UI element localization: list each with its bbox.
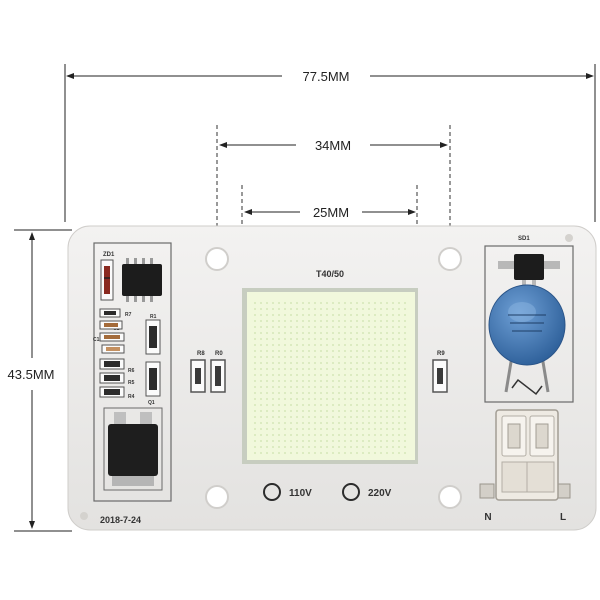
svg-text:Q1: Q1: [148, 400, 155, 406]
capacitor-c3: [101, 344, 125, 354]
svg-text:R0: R0: [215, 351, 223, 357]
mounting-hole: [438, 485, 462, 509]
svg-text:R6: R6: [128, 368, 135, 374]
capacitor-c2: [99, 320, 123, 330]
dimension-hole-spacing: 34MM: [216, 125, 451, 240]
svg-text:R7: R7: [125, 312, 132, 318]
cob-led-chip: [242, 288, 418, 464]
resistor-r0: R0: [210, 351, 226, 393]
svg-text:R5: R5: [128, 380, 135, 386]
svg-text:R8: R8: [197, 351, 205, 357]
overall-height-label: 43.5MM: [8, 367, 55, 382]
mosfet-transistor: [103, 407, 163, 491]
driver-ic: [122, 258, 162, 302]
resistor-r1: [145, 319, 161, 355]
led-width-label: 25MM: [313, 205, 349, 220]
hole-spacing-label: 34MM: [315, 138, 351, 153]
terminal-block: [479, 409, 571, 501]
resistor-r4: [99, 386, 125, 398]
voltage-pad-220: 220V: [342, 483, 392, 501]
terminal-n-label: N: [484, 512, 491, 523]
svg-text:ZD1: ZD1: [103, 252, 115, 258]
mounting-hole: [205, 485, 229, 509]
voltage-pad-110: 110V: [263, 483, 312, 501]
svg-text:R4: R4: [128, 394, 135, 400]
svg-text:SD1: SD1: [518, 236, 530, 242]
resistor-r9: R9: [432, 351, 448, 393]
svg-text:110V: 110V: [289, 488, 312, 499]
model-label: T40/50: [316, 269, 344, 279]
resistor-r6: [99, 358, 125, 370]
bridge-rectifier: [498, 254, 560, 288]
terminal-l-label: L: [560, 512, 566, 523]
date-code: 2018-7-24: [100, 515, 141, 525]
resistor-large: [145, 361, 161, 397]
resistor-r7: [99, 308, 121, 318]
svg-text:R1: R1: [150, 314, 157, 320]
svg-text:220V: 220V: [368, 488, 392, 499]
zener-diode: [100, 259, 114, 301]
dimension-overall-width: 77.5MM: [64, 64, 596, 222]
resistor-r5: [99, 372, 125, 384]
resistor-r8: R8: [190, 351, 206, 393]
varistor: [488, 284, 566, 366]
pcb-board: T40/50 R8 R0 R9 110V: [67, 225, 597, 531]
overall-width-label: 77.5MM: [303, 69, 350, 84]
svg-text:C1: C1: [93, 337, 100, 343]
capacitor-c1: [99, 332, 125, 342]
mounting-hole: [205, 247, 229, 271]
svg-text:R9: R9: [437, 351, 445, 357]
driver-section: ZD1 R7: [93, 242, 172, 502]
mounting-hole: [438, 247, 462, 271]
dimension-overall-height: 43.5MM: [8, 229, 72, 532]
input-section: SD1: [484, 236, 574, 403]
